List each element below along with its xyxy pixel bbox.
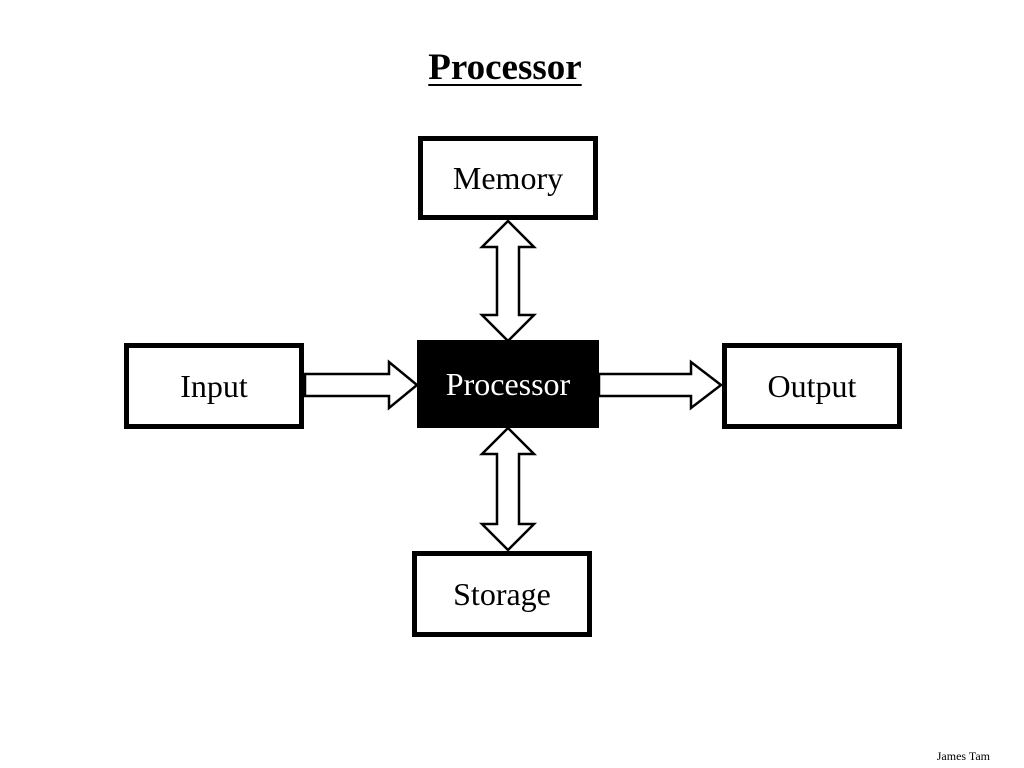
arrow-processor-to-output: [597, 359, 724, 411]
footer-author: James Tam: [936, 749, 990, 763]
output-label: Output: [767, 367, 857, 404]
input-box: Input: [124, 343, 304, 429]
output-box: Output: [722, 343, 902, 429]
processor-box: Processor: [417, 340, 599, 428]
arrow-memory-processor: [478, 219, 538, 343]
memory-label: Memory: [452, 159, 564, 196]
storage-label: Storage: [453, 575, 551, 612]
input-label: Input: [180, 367, 248, 404]
memory-box: Memory: [418, 136, 598, 220]
arrow-processor-storage: [478, 426, 538, 552]
arrow-input-to-processor: [303, 359, 419, 411]
storage-box: Storage: [412, 551, 592, 637]
slide-title: Processor: [428, 47, 582, 88]
processor-label: Processor: [445, 365, 571, 402]
